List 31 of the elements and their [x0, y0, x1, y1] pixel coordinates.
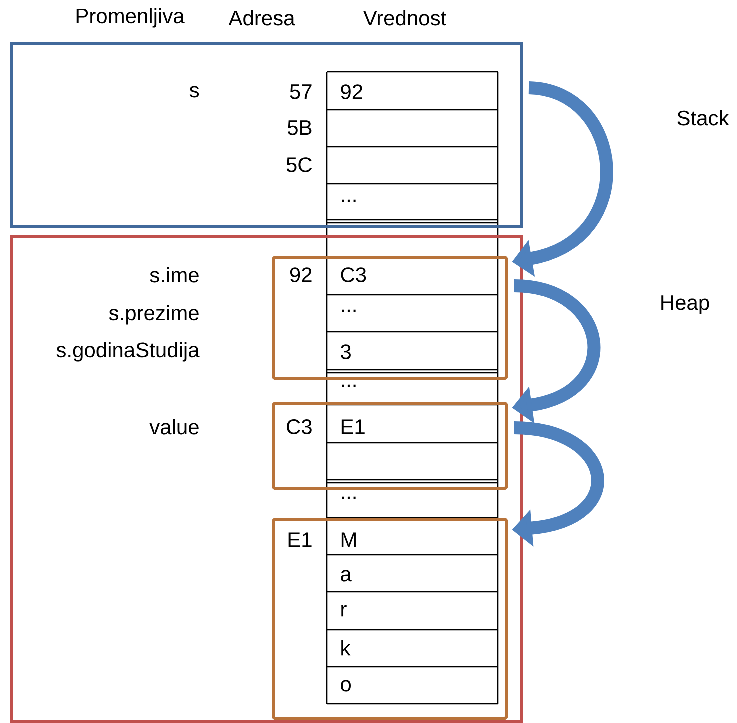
cell-value: 3 [341, 344, 351, 360]
stack-region [10, 42, 523, 228]
address-label: 92 [290, 268, 312, 282]
variable-name: s.ime [150, 267, 199, 283]
variable-name: s.prezime [109, 305, 199, 325]
cell-value: ... [342, 200, 356, 202]
object-box [272, 518, 508, 720]
cell-value: ... [342, 310, 356, 312]
cell-value: C3 [341, 268, 366, 282]
address-label: 5B [288, 120, 312, 136]
address-label: 57 [290, 84, 312, 100]
cell-value: ... [342, 496, 356, 500]
cell-value: E1 [342, 420, 365, 434]
cell-value: 92 [341, 84, 362, 100]
cell-value: o [341, 680, 351, 692]
variable-name: s.godinaStudija [56, 342, 200, 362]
address-label: 5C [286, 158, 312, 172]
variable-name: s [190, 86, 200, 98]
address-label: E1 [288, 532, 312, 548]
cell-value: k [342, 640, 351, 656]
cell-value: r [342, 605, 347, 617]
region-label: Heap [662, 296, 710, 314]
object-box [272, 256, 508, 380]
heap-region [10, 235, 523, 723]
region-label: Stack [678, 110, 730, 126]
variable-name: value [150, 419, 199, 435]
cell-value: M [342, 532, 356, 548]
object-box [272, 402, 508, 490]
cell-value: ... [342, 384, 356, 388]
cell-value: a [341, 570, 352, 582]
address-label: C3 [287, 420, 312, 434]
